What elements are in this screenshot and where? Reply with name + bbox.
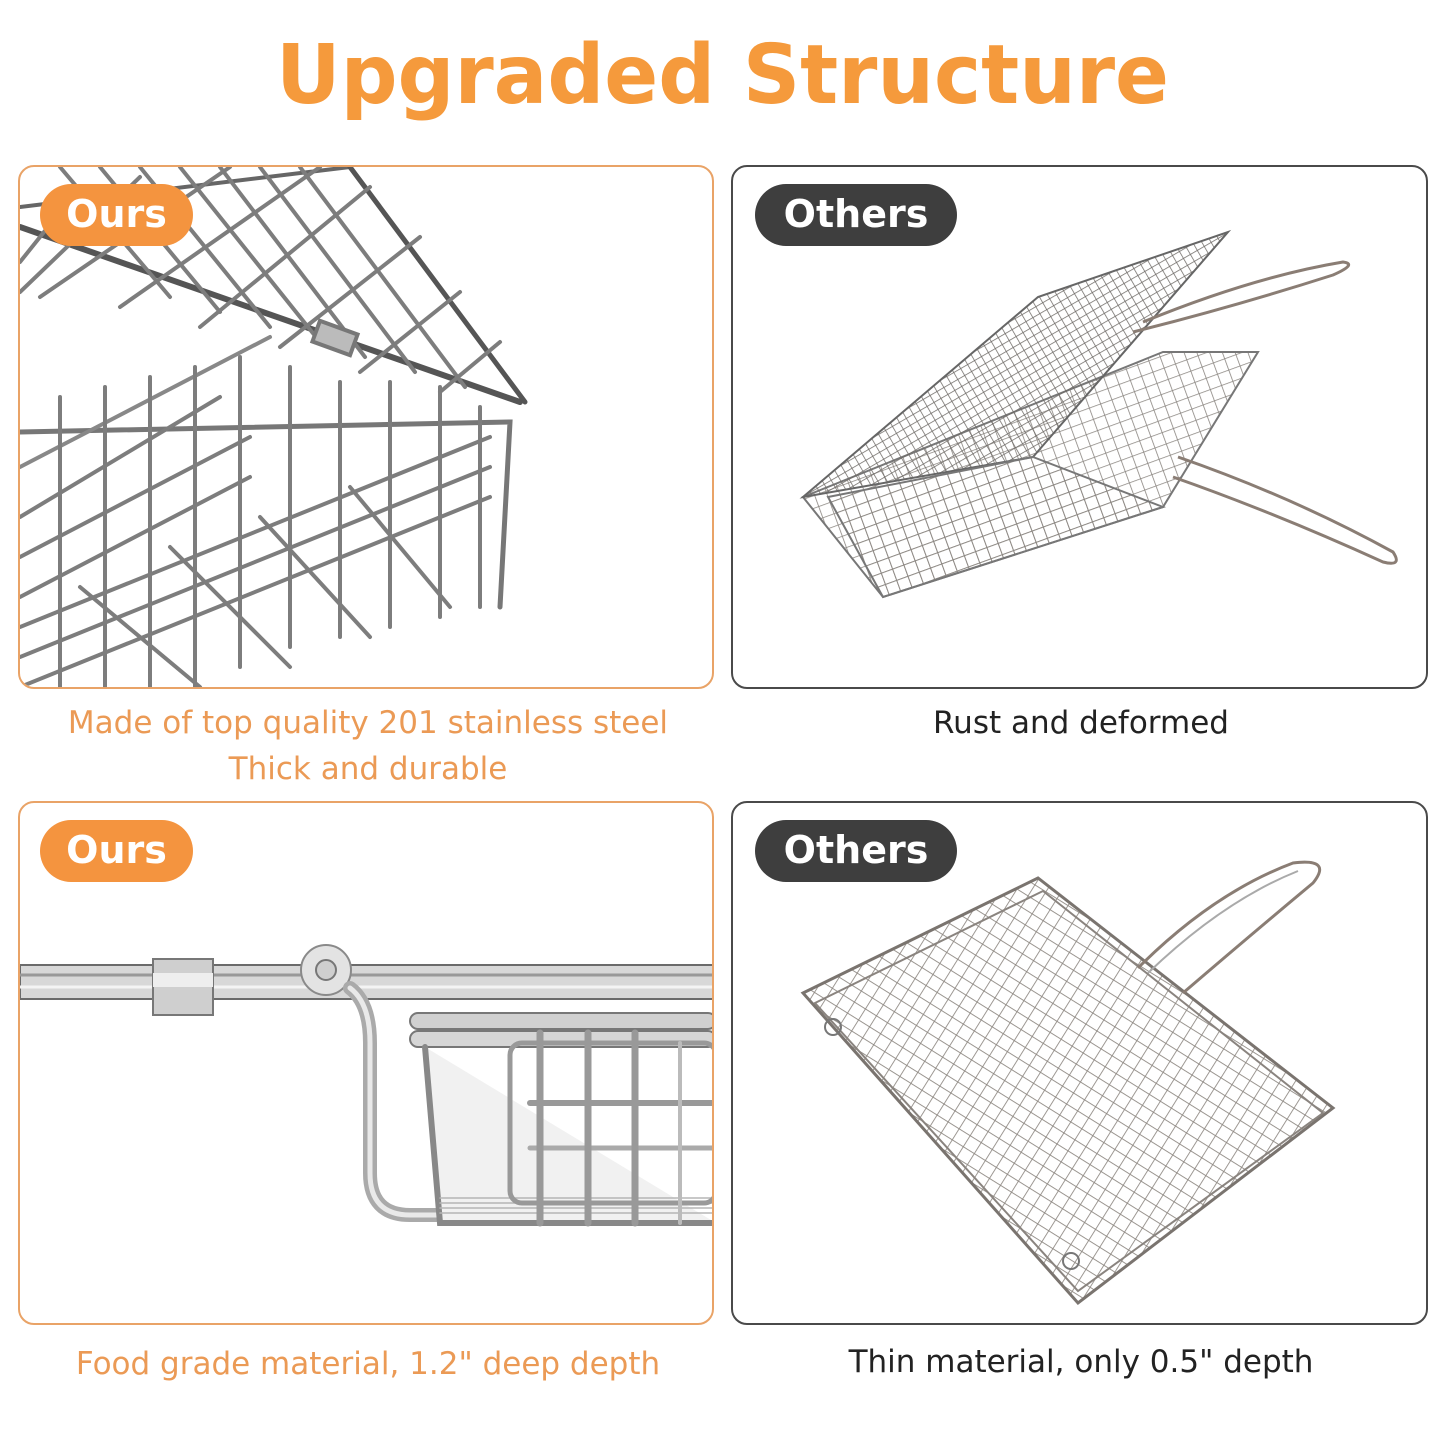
ours-caption-material: Made of top quality 201 stainless steel … [18, 700, 718, 792]
page-title: Upgraded Structure [275, 28, 1170, 123]
caption-line-1: Thin material, only 0.5" depth [848, 1344, 1314, 1380]
others-caption-depth: Thin material, only 0.5" depth [731, 1339, 1431, 1385]
caption-line-1: Rust and deformed [933, 705, 1229, 741]
caption-line-1: Food grade material, 1.2" deep depth [75, 1346, 661, 1382]
comparison-panel-others-open: Others [731, 165, 1428, 689]
deep-basket-profile-image [20, 944, 712, 1227]
others-badge: Others [755, 820, 957, 882]
thin-grill-mesh-image [800, 860, 1336, 1306]
caption-line-1: Made of top quality 201 stainless steel [67, 705, 669, 741]
thin-grill-mesh-image [799, 229, 1398, 599]
caption-line-2: Thick and durable [228, 751, 508, 787]
ours-badge: Ours [40, 184, 193, 246]
comparison-panel-ours-depth: Ours [18, 801, 714, 1325]
ours-caption-depth: Food grade material, 1.2" deep depth [18, 1341, 718, 1387]
ours-badge: Ours [40, 820, 193, 882]
others-caption-rust: Rust and deformed [731, 700, 1431, 746]
others-badge: Others [755, 184, 957, 246]
comparison-panel-others-closed: Others [731, 801, 1428, 1325]
comparison-panel-ours-basket: Ours [18, 165, 714, 689]
